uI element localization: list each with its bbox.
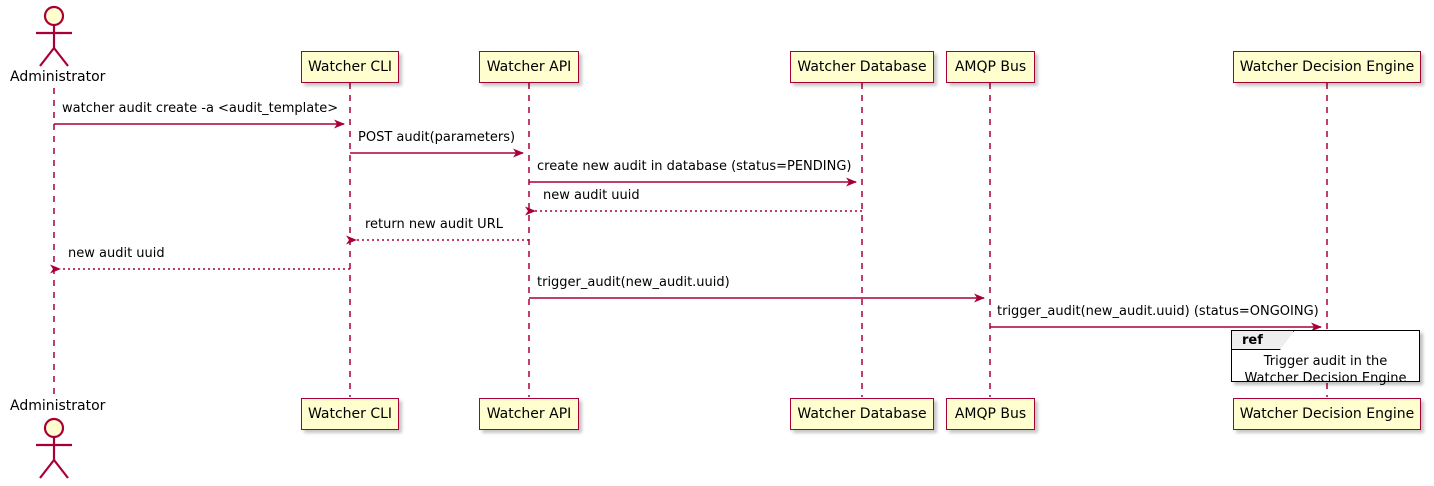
participant-label-amqp-bus: AMQP Bus xyxy=(954,59,1027,75)
message-label-7: trigger_audit(new_audit.uuid) xyxy=(537,275,730,290)
participant-box-watcher-decision-engine-top[interactable]: Watcher Decision Engine xyxy=(1233,51,1421,83)
participant-label-watcher-decision-engine-bottom: Watcher Decision Engine xyxy=(1239,406,1415,422)
message-arrows xyxy=(50,119,1322,332)
participant-box-watcher-cli-bottom[interactable]: Watcher CLI xyxy=(301,398,399,430)
actor-figure-bottom xyxy=(36,417,72,479)
participant-label-watcher-api-bottom: Watcher API xyxy=(486,406,572,422)
participant-box-amqp-bus-bottom[interactable]: AMQP Bus xyxy=(946,398,1035,430)
message-label-4: new audit uuid xyxy=(543,188,640,203)
message-label-8: trigger_audit(new_audit.uuid) (status=ON… xyxy=(997,304,1319,319)
participant-label-amqp-bus-bottom: AMQP Bus xyxy=(954,406,1027,422)
participant-box-amqp-bus-top[interactable]: AMQP Bus xyxy=(946,51,1035,83)
message-label-5: return new audit URL xyxy=(365,217,503,232)
lifelines xyxy=(53,83,1328,397)
ref-fragment-line-2: Watcher Decision Engine xyxy=(1244,371,1407,386)
participant-label-watcher-api: Watcher API xyxy=(486,59,572,75)
ref-fragment-body: Trigger audit in the Watcher Decision En… xyxy=(1232,353,1419,387)
participant-label-watcher-database: Watcher Database xyxy=(797,59,927,75)
participant-box-watcher-database-top[interactable]: Watcher Database xyxy=(790,51,934,83)
actor-label-administrator-bottom: Administrator xyxy=(10,398,106,414)
participant-box-watcher-api-bottom[interactable]: Watcher API xyxy=(479,398,579,430)
participant-label-watcher-cli-bottom: Watcher CLI xyxy=(307,406,393,422)
participant-box-watcher-database-bottom[interactable]: Watcher Database xyxy=(790,398,934,430)
participant-box-watcher-cli-top[interactable]: Watcher CLI xyxy=(301,51,399,83)
actor-figure-top xyxy=(36,5,72,67)
ref-fragment-line-1: Trigger audit in the xyxy=(1263,354,1388,369)
participant-box-watcher-decision-engine-bottom[interactable]: Watcher Decision Engine xyxy=(1233,398,1421,430)
participant-box-watcher-api-top[interactable]: Watcher API xyxy=(479,51,579,83)
message-label-6: new audit uuid xyxy=(68,246,165,261)
message-label-2: POST audit(parameters) xyxy=(358,130,516,145)
ref-fragment-tab-label: ref xyxy=(1242,333,1263,348)
participant-label-watcher-decision-engine: Watcher Decision Engine xyxy=(1239,59,1415,75)
participant-label-watcher-database-bottom: Watcher Database xyxy=(797,406,927,422)
message-label-3: create new audit in database (status=PEN… xyxy=(537,159,852,174)
actor-label-administrator-top: Administrator xyxy=(10,69,106,85)
ref-fragment: ref Trigger audit in the Watcher Decisio… xyxy=(1231,330,1420,386)
message-label-1: watcher audit create -a <audit_template> xyxy=(62,101,339,116)
participant-label-watcher-cli: Watcher CLI xyxy=(307,59,393,75)
